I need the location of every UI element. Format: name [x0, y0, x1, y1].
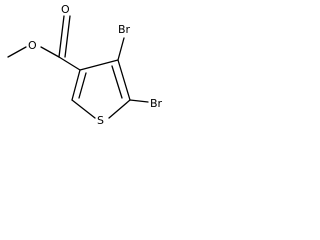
bond-carbonyl-c3: [58, 56, 81, 71]
bond-carbonyl-double-1: [58, 15, 65, 58]
bond-c3-c4: [79, 59, 119, 71]
bond-c2-c3-inner: [78, 72, 87, 99]
bond-c5-br: [129, 99, 149, 103]
bond-c2-c3: [71, 69, 81, 101]
atom-br-4: Br: [118, 23, 131, 36]
bond-c4-c5-inner: [111, 65, 123, 99]
bond-carbonyl-double-2: [64, 15, 71, 58]
structure-diagram: O O Br Br S: [7, 3, 163, 127]
atom-br-5: Br: [150, 97, 163, 110]
atom-s-ring: S: [97, 114, 104, 127]
atom-o-carbonyl: O: [61, 3, 70, 16]
bond-s-c2: [71, 99, 96, 119]
bond-methyl-o: [7, 46, 27, 58]
bond-c4-br: [117, 37, 125, 61]
bond-o-carbonyl-carbon: [40, 46, 60, 58]
atom-o-ester: O: [28, 39, 37, 52]
bond-c4-c5: [117, 59, 131, 101]
bond-c5-s: [108, 99, 131, 119]
